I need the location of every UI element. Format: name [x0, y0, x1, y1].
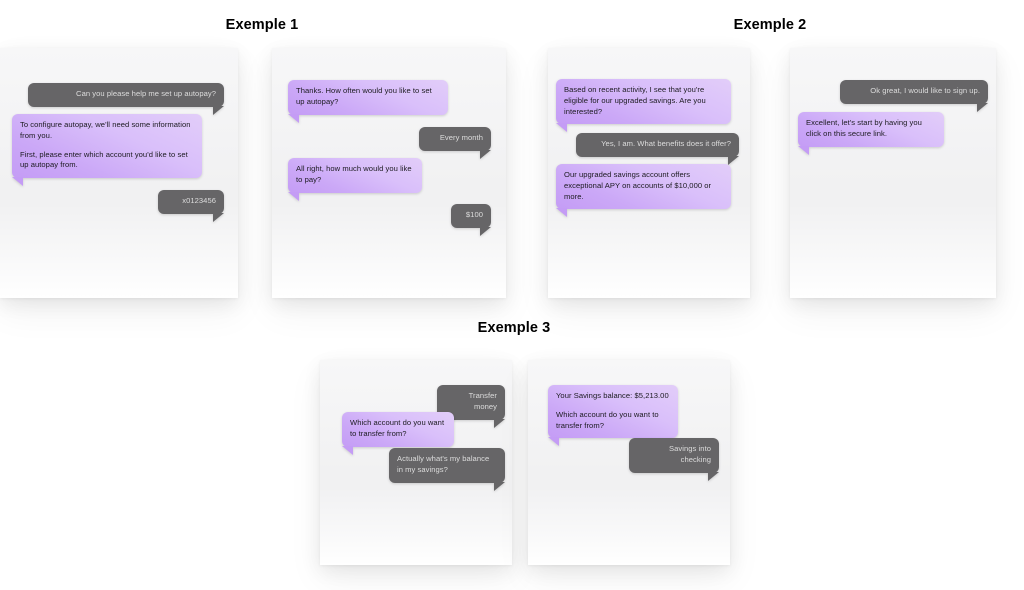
agent-message-bubble: Excellent, let's start by having you cli… — [798, 112, 944, 155]
message-text: Transfer money — [468, 391, 497, 411]
message-text: First, please enter which account you'd … — [20, 149, 188, 170]
chat-panel: Ok great, I would like to sign up. Excell… — [790, 48, 996, 298]
message-text: Every month — [439, 133, 483, 142]
message-text: x0123456 — [182, 196, 216, 205]
user-message-bubble: Actually what's my balance in my savings… — [389, 448, 505, 491]
chat-message-list: Can you please help me set up autopay? To… — [0, 48, 238, 298]
agent-message-bubble: Our upgraded savings account offers exce… — [556, 164, 731, 218]
user-message-bubble: x0123456 — [158, 190, 224, 222]
message-text: Your Savings balance: $5,213.00 — [556, 391, 669, 400]
message-text: $100 — [465, 210, 483, 219]
user-message-bubble: Yes, I am. What benefits does it offer? — [576, 133, 739, 165]
example-title: Exemple 1 — [225, 17, 299, 33]
message-text: Which account do you want to transfer fr… — [556, 409, 659, 430]
message-text: Based on recent activity, I see that you… — [564, 85, 706, 116]
message-text: Excellent, let's start by having you cli… — [806, 118, 922, 138]
user-message-bubble: $100 — [451, 204, 491, 236]
message-text: Actually what's my balance in my savings… — [397, 454, 490, 474]
agent-message-bubble: Which account do you want to transfer fr… — [342, 412, 454, 455]
user-message-bubble: Can you please help me set up autopay? — [28, 83, 224, 115]
message-text: Yes, I am. What benefits does it offer? — [601, 139, 731, 148]
message-text: To configure autopay, we'll need some in… — [20, 120, 191, 140]
agent-message-bubble: All right, how much would you like to pa… — [288, 158, 422, 201]
agent-message-bubble: To configure autopay, we'll need some in… — [12, 114, 202, 187]
message-text: Which account do you want to transfer fr… — [350, 418, 445, 438]
chat-panel: Can you please help me set up autopay? To… — [0, 48, 238, 298]
message-text: All right, how much would you like to pa… — [296, 164, 412, 184]
message-text: Thanks. How often would you like to set … — [296, 86, 432, 106]
chat-message-list: Based on recent activity, I see that you… — [548, 48, 750, 298]
example-title: Exemple 3 — [477, 320, 551, 336]
example-title: Exemple 2 — [733, 17, 807, 33]
message-text: Savings into checking — [669, 444, 711, 464]
message-text: Can you please help me set up autopay? — [76, 89, 216, 98]
chat-panel: Based on recent activity, I see that you… — [548, 48, 750, 298]
chat-message-list: Thanks. How often would you like to set … — [272, 48, 506, 298]
message-text: Our upgraded savings account offers exce… — [564, 170, 712, 201]
user-message-bubble: Ok great, I would like to sign up. — [840, 80, 988, 112]
user-message-bubble: Every month — [419, 127, 491, 159]
message-text: Ok great, I would like to sign up. — [870, 86, 980, 95]
agent-message-bubble: Thanks. How often would you like to set … — [288, 80, 448, 123]
chat-message-list: Ok great, I would like to sign up. Excell… — [790, 48, 996, 298]
user-message-bubble: Savings into checking — [629, 438, 719, 481]
chat-panel: Thanks. How often would you like to set … — [272, 48, 506, 298]
agent-message-bubble: Based on recent activity, I see that you… — [556, 79, 731, 133]
